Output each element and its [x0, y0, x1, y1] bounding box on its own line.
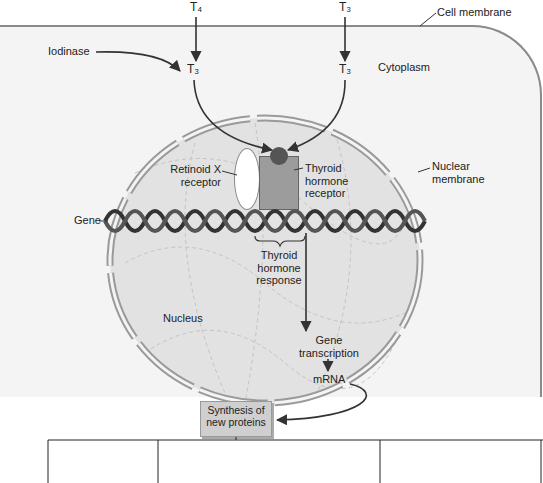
- flow-arrow: [305, 233, 307, 331]
- hormone-label: T₃: [339, 1, 359, 15]
- region-label: Nucleus: [163, 312, 223, 325]
- iodinase-arrow: [96, 52, 180, 71]
- hormone-ligand: [270, 147, 288, 165]
- leader-line: [294, 168, 303, 170]
- receptor-box: Thyroid hormone receptor: [259, 156, 299, 210]
- dna-strand: [105, 211, 425, 231]
- cell-outline: Cell membraneCytoplasmNuclear membraneNu…: [0, 25, 542, 397]
- gene-label: Gene: [74, 214, 100, 227]
- dna-strand: [105, 211, 425, 231]
- process-box: Synthesis of new proteins: [200, 401, 272, 437]
- leader-line: [420, 13, 436, 26]
- hormone-label: T₃: [339, 63, 359, 77]
- flow-arrow: [327, 359, 329, 371]
- leader-line: [99, 221, 108, 222]
- membrane-label: Nuclear membrane: [432, 160, 494, 185]
- flow-arrow: [195, 17, 197, 61]
- process-label: Gene transcription: [297, 334, 361, 359]
- hormone-label: T₃: [187, 63, 207, 77]
- receptor-label: Retinoid X receptor: [158, 163, 221, 188]
- process-label: Synthesis of new proteins: [200, 404, 272, 428]
- bracket: [255, 236, 305, 246]
- hormone-label: T₄: [190, 1, 210, 15]
- flow-arrow: [277, 384, 366, 420]
- flow-arrow: [194, 80, 272, 150]
- table-grid: [48, 437, 543, 483]
- flow-arrow: [288, 80, 345, 150]
- enzyme-label: Iodinase: [48, 45, 98, 58]
- leader-line: [222, 171, 237, 175]
- receptor-ellipse: Retinoid X receptor: [234, 148, 260, 210]
- flow-arrow: [344, 17, 346, 61]
- leader-line: [418, 168, 430, 172]
- region-label: Cytoplasm: [378, 61, 448, 74]
- molecule-label: mRNA: [313, 373, 353, 386]
- membrane-label: Cell membrane: [437, 6, 537, 19]
- response-label: Thyroid hormone response: [247, 249, 311, 287]
- receptor-label: Thyroid hormone receptor: [305, 162, 360, 200]
